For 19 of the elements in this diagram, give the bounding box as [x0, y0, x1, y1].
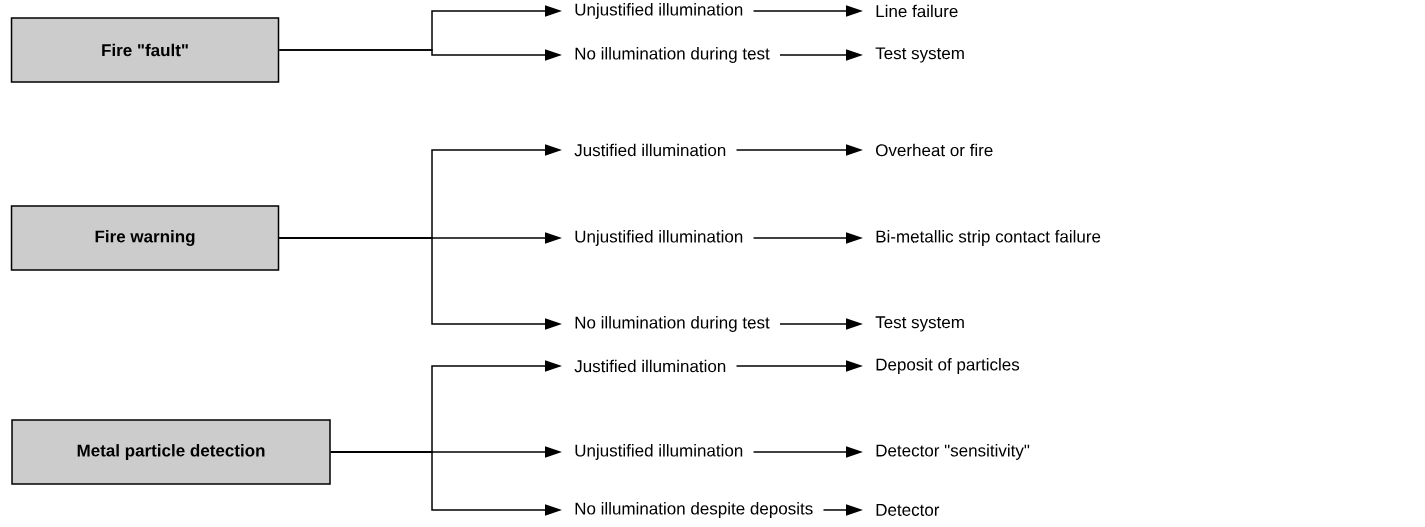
- category-box: Fire warning: [10, 205, 280, 271]
- category-box: Metal particle detection: [11, 419, 331, 485]
- symptom-text: Justified illumination: [574, 143, 726, 157]
- symptom-text: Unjustified illumination: [575, 3, 743, 19]
- cause-text: Line failure: [876, 4, 958, 18]
- symptom-text: Unjustified illumination: [575, 230, 743, 246]
- symptom-text: No illumination during test: [575, 47, 770, 63]
- cause-text: Test system: [875, 316, 964, 332]
- symptom-text: Unjustified illumination: [575, 444, 743, 460]
- cause-text: Deposit of particles: [876, 358, 1020, 374]
- symptom-text: No illumination during test: [575, 316, 770, 332]
- cause-text: Test system: [875, 47, 964, 63]
- cause-text: Bi-metallic strip contact failure: [876, 230, 1101, 246]
- cause-text: Overheat or fire: [876, 143, 993, 157]
- cause-text: Detector: [876, 504, 940, 516]
- symptom-text: No illumination despite deposits: [575, 502, 813, 518]
- symptom-text: Justified illumination: [574, 359, 726, 373]
- category-box: Fire "fault": [10, 17, 280, 83]
- cause-text: Detector "sensitivity": [876, 444, 1030, 460]
